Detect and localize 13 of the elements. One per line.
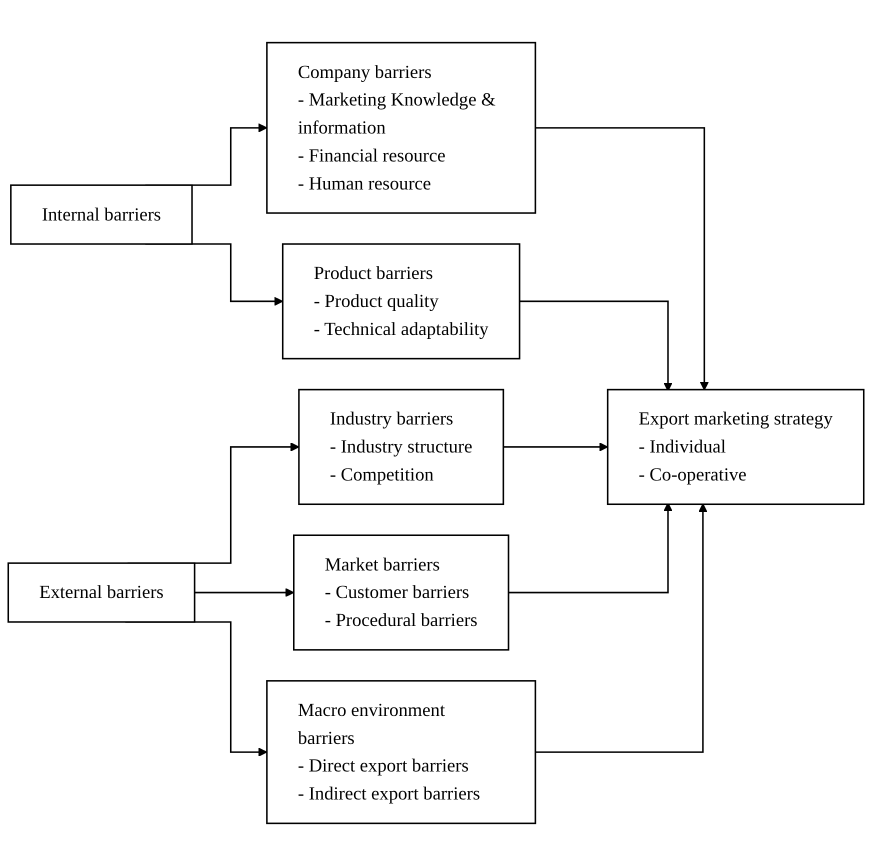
- node-box: Company barriers - Marketing Knowledge & information - Financial resource - Human resource: [266, 42, 536, 214]
- arrow: [194, 588, 294, 598]
- node-box: External barriers: [7, 562, 196, 623]
- node-box: Export marketing strategy - Individual - Co-operative: [606, 388, 865, 506]
- node-box: Internal barriers: [10, 184, 193, 245]
- node-box: Market barriers - Customer barriers - Procedural barriers: [293, 534, 510, 651]
- node-box: Industry barriers - Industry structure - Competition: [298, 388, 504, 506]
- node-box: Product barriers - Product quality - Technical adaptability: [282, 243, 520, 360]
- arrow: [503, 442, 608, 452]
- arrow: [520, 300, 673, 392]
- arrow: [535, 503, 708, 753]
- arrow: [535, 127, 709, 390]
- node-box: Macro environment barriers - Direct export barriers - Indirect export barriers: [266, 680, 536, 824]
